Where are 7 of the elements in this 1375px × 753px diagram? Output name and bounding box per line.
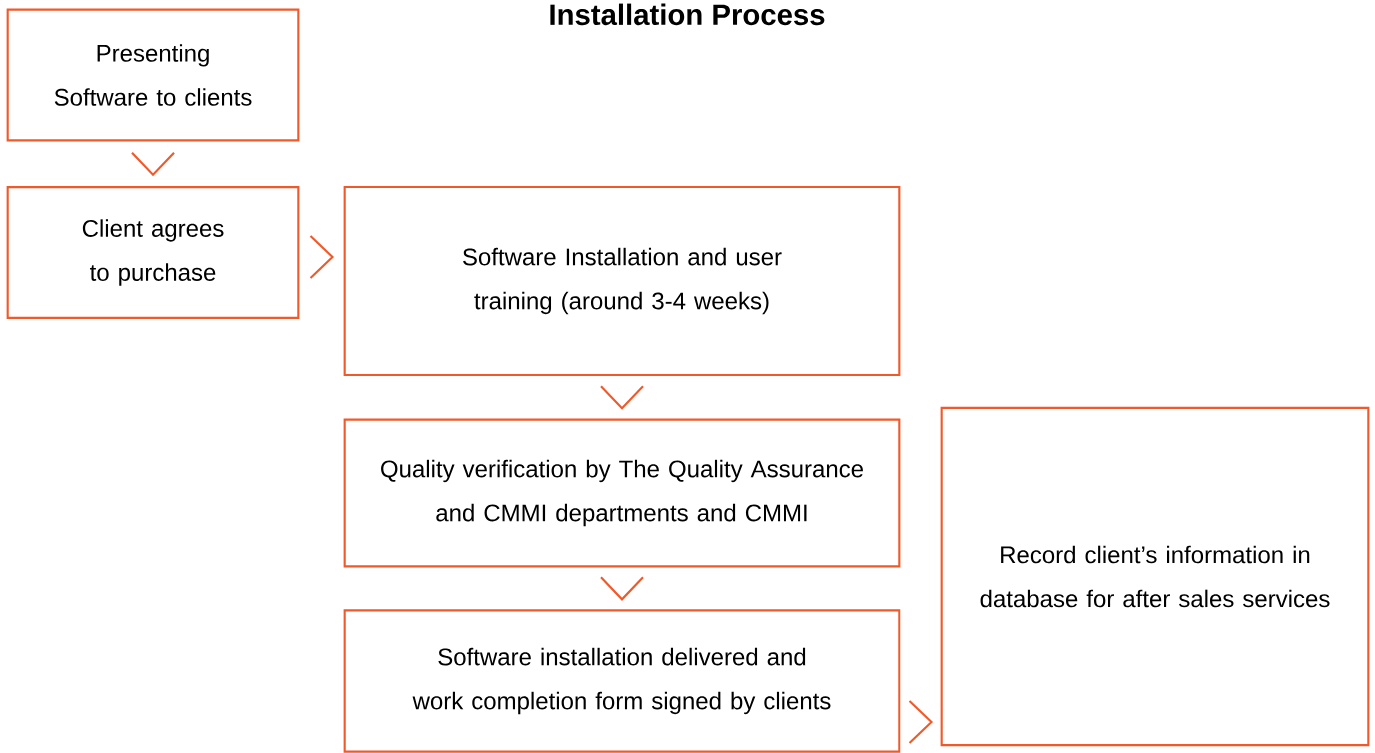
process-box: Presenting Software to clients xyxy=(6,8,300,142)
title: Installation Process xyxy=(550,3,825,26)
process-box: Client agrees to purchase xyxy=(6,186,300,319)
process-box: Quality verification by The Quality Assurance and CMMI departments and CMMI xyxy=(343,418,901,568)
process-box: Software installation delivered and work completion form signed by clients xyxy=(343,609,901,753)
process-box: Record client’s information in database for after sales services xyxy=(940,406,1370,747)
process-box: Software Installation and user training (around 3-4 weeks) xyxy=(343,185,901,377)
